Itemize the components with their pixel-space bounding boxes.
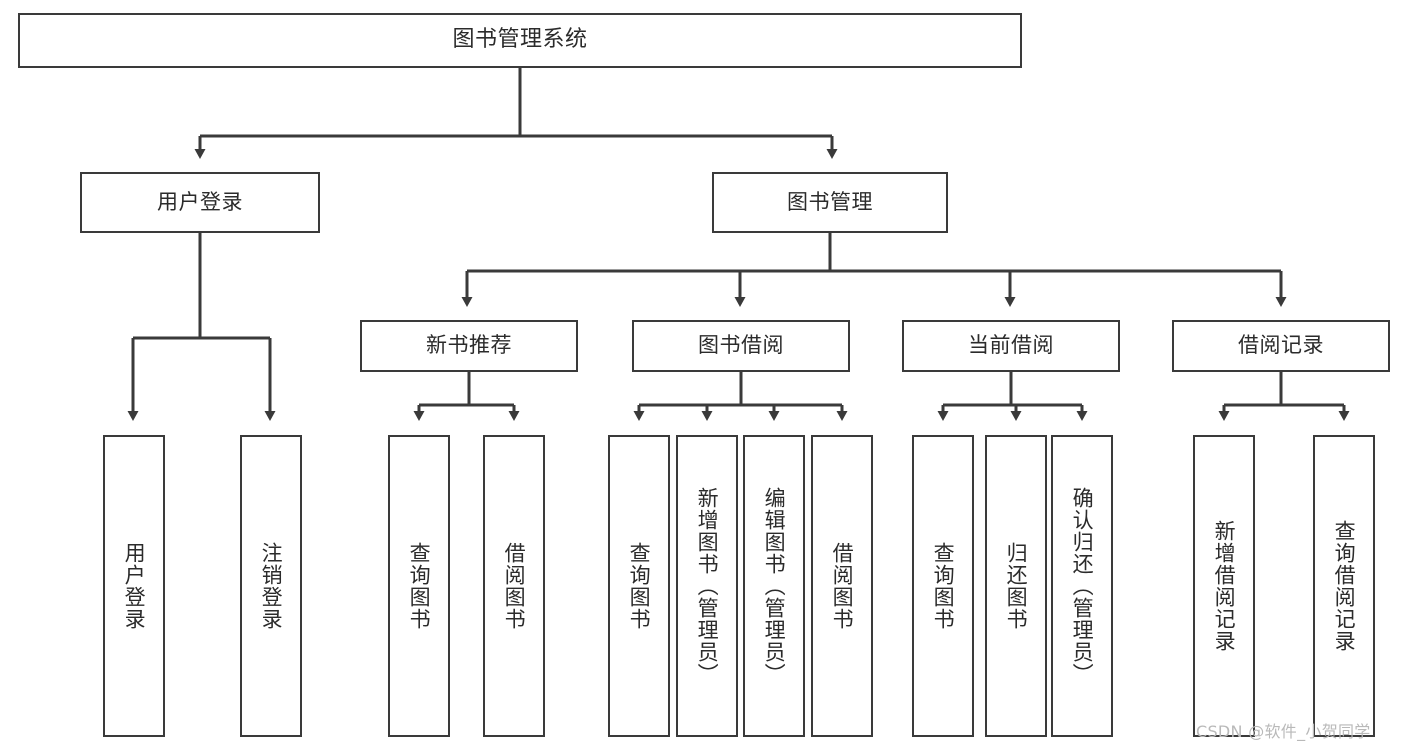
node-current-borrow-label: 当前借阅 — [968, 333, 1054, 358]
leaf-return-book[interactable]: 归还图书 — [985, 435, 1047, 737]
leaf-add-record[interactable]: 新增借阅记录 — [1193, 435, 1255, 737]
node-current-borrow[interactable]: 当前借阅 — [902, 320, 1120, 372]
leaf-query-record-label: 查询借阅记录 — [1332, 520, 1357, 652]
leaf-edit-book-label: 编辑图书（管理员） — [762, 487, 787, 685]
node-book-manage-label: 图书管理 — [787, 189, 873, 214]
node-root[interactable]: 图书管理系统 — [18, 13, 1022, 68]
node-user-login-label: 用户登录 — [157, 189, 243, 214]
leaf-query-book-3-label: 查询图书 — [931, 542, 956, 630]
node-root-label: 图书管理系统 — [452, 27, 588, 53]
leaf-confirm-return-label: 确认归还（管理员） — [1070, 487, 1095, 685]
leaf-edit-book[interactable]: 编辑图书（管理员） — [743, 435, 805, 737]
leaf-add-book-label: 新增图书（管理员） — [695, 487, 720, 685]
leaf-query-book-3[interactable]: 查询图书 — [912, 435, 974, 737]
leaf-return-book-label: 归还图书 — [1004, 542, 1029, 630]
node-book-borrow[interactable]: 图书借阅 — [632, 320, 850, 372]
leaf-user-logout[interactable]: 注销登录 — [240, 435, 302, 737]
node-borrow-record-label: 借阅记录 — [1238, 333, 1324, 358]
leaf-query-book-1-label: 查询图书 — [407, 542, 432, 630]
leaf-borrow-book-2[interactable]: 借阅图书 — [811, 435, 873, 737]
leaf-borrow-book-1[interactable]: 借阅图书 — [483, 435, 545, 737]
leaf-confirm-return[interactable]: 确认归还（管理员） — [1051, 435, 1113, 737]
node-book-manage[interactable]: 图书管理 — [712, 172, 948, 233]
leaf-borrow-book-1-label: 借阅图书 — [502, 542, 527, 630]
leaf-add-book[interactable]: 新增图书（管理员） — [676, 435, 738, 737]
leaf-query-book-2-label: 查询图书 — [627, 542, 652, 630]
node-borrow-record[interactable]: 借阅记录 — [1172, 320, 1390, 372]
leaf-query-book-2[interactable]: 查询图书 — [608, 435, 670, 737]
node-new-book-rec[interactable]: 新书推荐 — [360, 320, 578, 372]
leaf-user-login[interactable]: 用户登录 — [103, 435, 165, 737]
leaf-user-login-label: 用户登录 — [122, 542, 147, 630]
csdn-watermark: CSDN @软件_小贺同学 — [1196, 722, 1371, 741]
node-book-borrow-label: 图书借阅 — [698, 333, 784, 358]
leaf-add-record-label: 新增借阅记录 — [1212, 520, 1237, 652]
leaf-query-record[interactable]: 查询借阅记录 — [1313, 435, 1375, 737]
leaf-borrow-book-2-label: 借阅图书 — [830, 542, 855, 630]
leaf-query-book-1[interactable]: 查询图书 — [388, 435, 450, 737]
node-user-login[interactable]: 用户登录 — [80, 172, 320, 233]
leaf-user-logout-label: 注销登录 — [259, 542, 284, 630]
node-new-book-rec-label: 新书推荐 — [426, 333, 512, 358]
